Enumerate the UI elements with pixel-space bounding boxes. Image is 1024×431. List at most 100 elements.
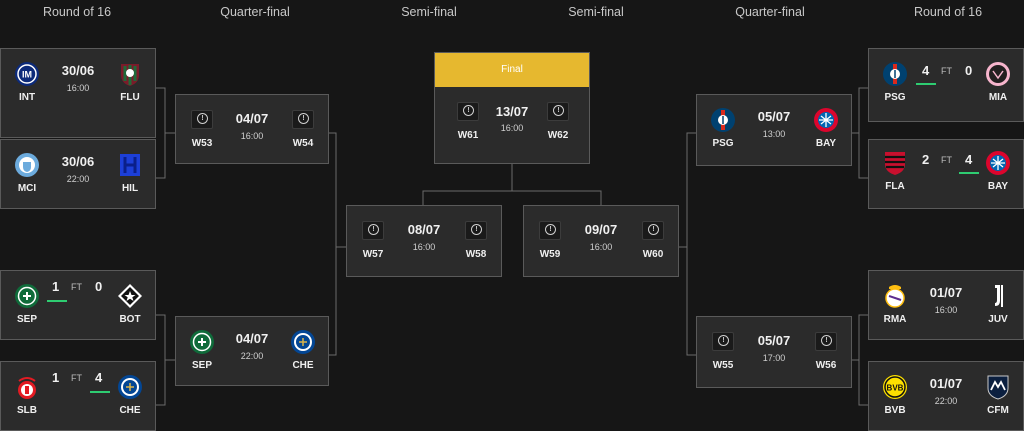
match-status: FT bbox=[941, 155, 952, 165]
match-card-psg-mia[interactable]: PSG 4 FT 0 MIA bbox=[868, 48, 1024, 122]
juventus-crest-icon bbox=[985, 283, 1011, 309]
warning-placeholder-icon bbox=[292, 110, 314, 129]
warning-placeholder-icon bbox=[642, 221, 664, 240]
real-madrid-crest-icon bbox=[882, 283, 908, 309]
match-time: 13:00 bbox=[762, 129, 786, 139]
winner-indicator bbox=[90, 391, 110, 393]
match-card-rma-juv[interactable]: RMA 01/07 16:00 JUV bbox=[868, 270, 1024, 340]
home-score: 4 bbox=[922, 63, 930, 78]
match-card-fla-bay[interactable]: FLA 2 FT 4 BAY bbox=[868, 139, 1024, 209]
team-home: SEP bbox=[4, 283, 50, 325]
match-date: 08/07 bbox=[407, 222, 441, 237]
team-away: BAY bbox=[975, 150, 1021, 192]
match-time: 17:00 bbox=[762, 353, 786, 363]
team-away: JUV bbox=[975, 283, 1021, 325]
match-card-slb-che[interactable]: SLB 1 FT 4 CHE bbox=[0, 361, 156, 431]
match-card-w53-w54[interactable]: W53 04/07 16:00 W54 bbox=[175, 94, 329, 164]
home-score: 1 bbox=[52, 370, 60, 385]
palmeiras-crest-icon bbox=[189, 329, 215, 355]
match-status: FT bbox=[71, 282, 82, 292]
team-away: MIA bbox=[975, 61, 1021, 103]
benfica-crest-icon bbox=[14, 374, 40, 400]
bayern-crest-icon bbox=[985, 150, 1011, 176]
header-semi-final-left: Semi-final bbox=[401, 5, 457, 19]
match-status: FT bbox=[941, 66, 952, 76]
botafogo-crest-icon bbox=[117, 283, 143, 309]
team-home: PSG bbox=[700, 107, 746, 149]
match-date: 30/06 bbox=[61, 63, 95, 78]
chelsea-crest-icon bbox=[290, 329, 316, 355]
team-home: W59 bbox=[527, 218, 573, 260]
match-card-final[interactable]: Final W61 13/07 16:00 W62 bbox=[434, 52, 590, 164]
team-away: CFM bbox=[975, 374, 1021, 416]
match-date: 01/07 bbox=[929, 376, 963, 391]
match-date: 04/07 bbox=[235, 331, 269, 346]
al-hilal-crest-icon bbox=[117, 152, 143, 178]
warning-placeholder-icon bbox=[547, 102, 569, 121]
match-card-w57-w58[interactable]: W57 08/07 16:00 W58 bbox=[346, 205, 502, 277]
match-card-w59-w60[interactable]: W59 09/07 16:00 W60 bbox=[523, 205, 679, 277]
match-card-w55-w56[interactable]: W55 05/07 17:00 W56 bbox=[696, 316, 852, 388]
match-date: 01/07 bbox=[929, 285, 963, 300]
psg-crest-icon bbox=[710, 107, 736, 133]
header-round-of-16-left: Round of 16 bbox=[42, 5, 112, 19]
team-home: SLB bbox=[4, 374, 50, 416]
palmeiras-crest-icon bbox=[14, 283, 40, 309]
header-quarter-final-left: Quarter-final bbox=[220, 5, 290, 19]
match-date: 05/07 bbox=[757, 333, 791, 348]
team-home: BVB BVB bbox=[872, 374, 918, 416]
team-away: CHE bbox=[107, 374, 153, 416]
winner-indicator bbox=[47, 300, 67, 302]
fluminense-crest-icon bbox=[117, 61, 143, 87]
bayern-crest-icon bbox=[813, 107, 839, 133]
inter-miami-crest-icon bbox=[985, 61, 1011, 87]
winner-indicator bbox=[916, 83, 936, 85]
match-card-mci-hil[interactable]: MCI 30/06 22:00 HIL bbox=[0, 139, 156, 209]
match-card-sep-bot[interactable]: SEP 1 FT 0 BOT bbox=[0, 270, 156, 340]
match-time: 16:00 bbox=[66, 83, 90, 93]
team-home: IM INT bbox=[4, 61, 50, 103]
team-home: W57 bbox=[350, 218, 396, 260]
winner-indicator bbox=[959, 172, 979, 174]
match-date: 04/07 bbox=[235, 111, 269, 126]
match-card-psg-bay[interactable]: PSG 05/07 13:00 BAY bbox=[696, 94, 852, 166]
match-time: 22:00 bbox=[934, 396, 958, 406]
away-score: 4 bbox=[965, 152, 973, 167]
psg-crest-icon bbox=[882, 61, 908, 87]
match-date: 09/07 bbox=[584, 222, 618, 237]
match-time: 16:00 bbox=[500, 123, 524, 133]
match-date: 05/07 bbox=[757, 109, 791, 124]
match-card-bvb-cfm[interactable]: BVB BVB 01/07 22:00 CFM bbox=[868, 361, 1024, 431]
match-time: 22:00 bbox=[66, 174, 90, 184]
flamengo-crest-icon bbox=[882, 150, 908, 176]
team-home: W55 bbox=[700, 329, 746, 371]
dortmund-crest-icon: BVB bbox=[882, 374, 908, 400]
match-date: 13/07 bbox=[495, 104, 529, 119]
match-date: 30/06 bbox=[61, 154, 95, 169]
team-home: RMA bbox=[872, 283, 918, 325]
team-home: PSG bbox=[872, 61, 918, 103]
away-score: 0 bbox=[95, 279, 103, 294]
match-status: FT bbox=[71, 373, 82, 383]
team-home: W61 bbox=[445, 99, 491, 141]
match-card-sep-che[interactable]: SEP 04/07 22:00 CHE bbox=[175, 316, 329, 386]
header-quarter-final-right: Quarter-final bbox=[735, 5, 805, 19]
warning-placeholder-icon bbox=[539, 221, 561, 240]
match-time: 22:00 bbox=[240, 351, 264, 361]
home-score: 2 bbox=[922, 152, 930, 167]
team-away: BOT bbox=[107, 283, 153, 325]
team-away: W56 bbox=[803, 329, 849, 371]
match-time: 16:00 bbox=[240, 131, 264, 141]
match-card-int-flu[interactable]: IM INT 30/06 16:00 FLU bbox=[0, 48, 156, 138]
home-score: 1 bbox=[52, 279, 60, 294]
team-away: FLU bbox=[107, 61, 153, 103]
svg-text:IM: IM bbox=[22, 70, 32, 80]
team-away: W60 bbox=[630, 218, 676, 260]
header-round-of-16-right: Round of 16 bbox=[913, 5, 983, 19]
team-away: HIL bbox=[107, 152, 153, 194]
team-away: CHE bbox=[280, 329, 326, 371]
header-semi-final-right: Semi-final bbox=[568, 5, 624, 19]
man-city-crest-icon bbox=[14, 152, 40, 178]
team-home: FLA bbox=[872, 150, 918, 192]
